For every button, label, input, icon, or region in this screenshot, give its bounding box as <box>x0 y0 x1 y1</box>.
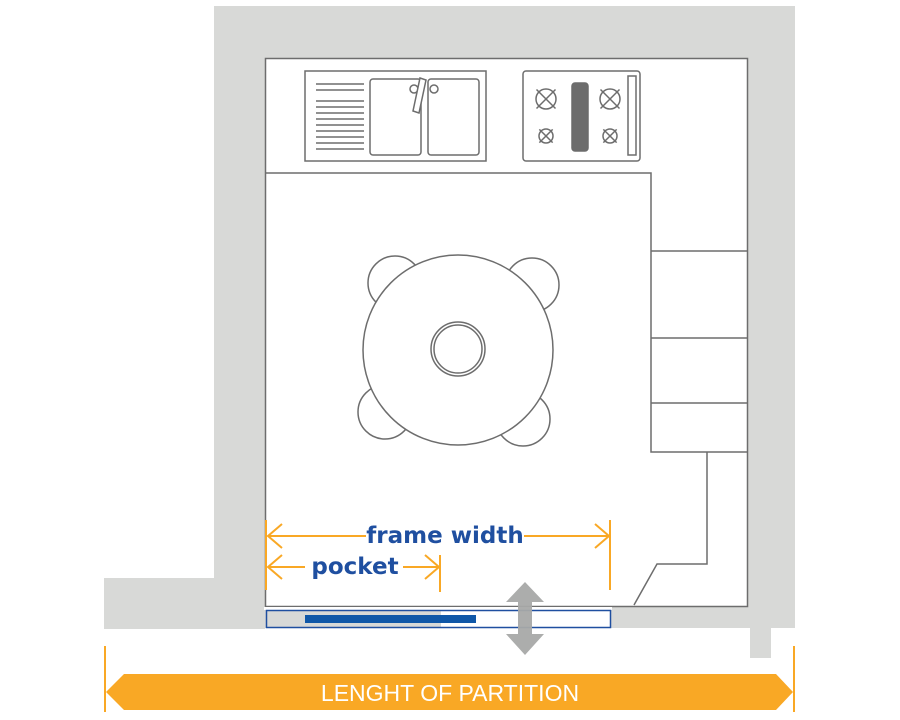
burner-icon <box>538 128 554 144</box>
wall-stub <box>750 628 771 658</box>
wall-bottom-right <box>611 607 795 628</box>
dining-set <box>357 254 560 447</box>
burner-icon <box>535 88 557 110</box>
partition-arrow-bar <box>106 674 793 710</box>
door-frame[interactable] <box>265 609 612 629</box>
drainboard-lines <box>316 83 364 150</box>
walls <box>104 6 795 658</box>
frame-width-label: frame width <box>366 523 523 549</box>
table-center-inner <box>433 324 483 374</box>
wall-right <box>748 6 795 628</box>
frame-width-dimension <box>265 520 611 590</box>
burners <box>535 88 621 144</box>
angled-cabinet <box>633 452 708 606</box>
wall-bottom-left <box>104 578 265 629</box>
burner-icon <box>602 128 618 144</box>
pocket-wall-cover <box>264 607 612 610</box>
partition-dimension <box>104 646 795 712</box>
pocket-dimension <box>266 554 441 592</box>
wall-left <box>214 6 265 629</box>
counter-outline <box>266 172 748 453</box>
partition-label: LENGHT OF PARTITION <box>321 680 579 706</box>
pocket-label: pocket <box>311 554 398 580</box>
wall-top <box>214 6 795 58</box>
double-arrow-icon <box>506 582 544 655</box>
sink-icon <box>304 70 487 162</box>
burner-icon <box>599 88 621 110</box>
sliding-door-panel[interactable] <box>305 615 476 623</box>
hob-icon <box>522 70 641 162</box>
